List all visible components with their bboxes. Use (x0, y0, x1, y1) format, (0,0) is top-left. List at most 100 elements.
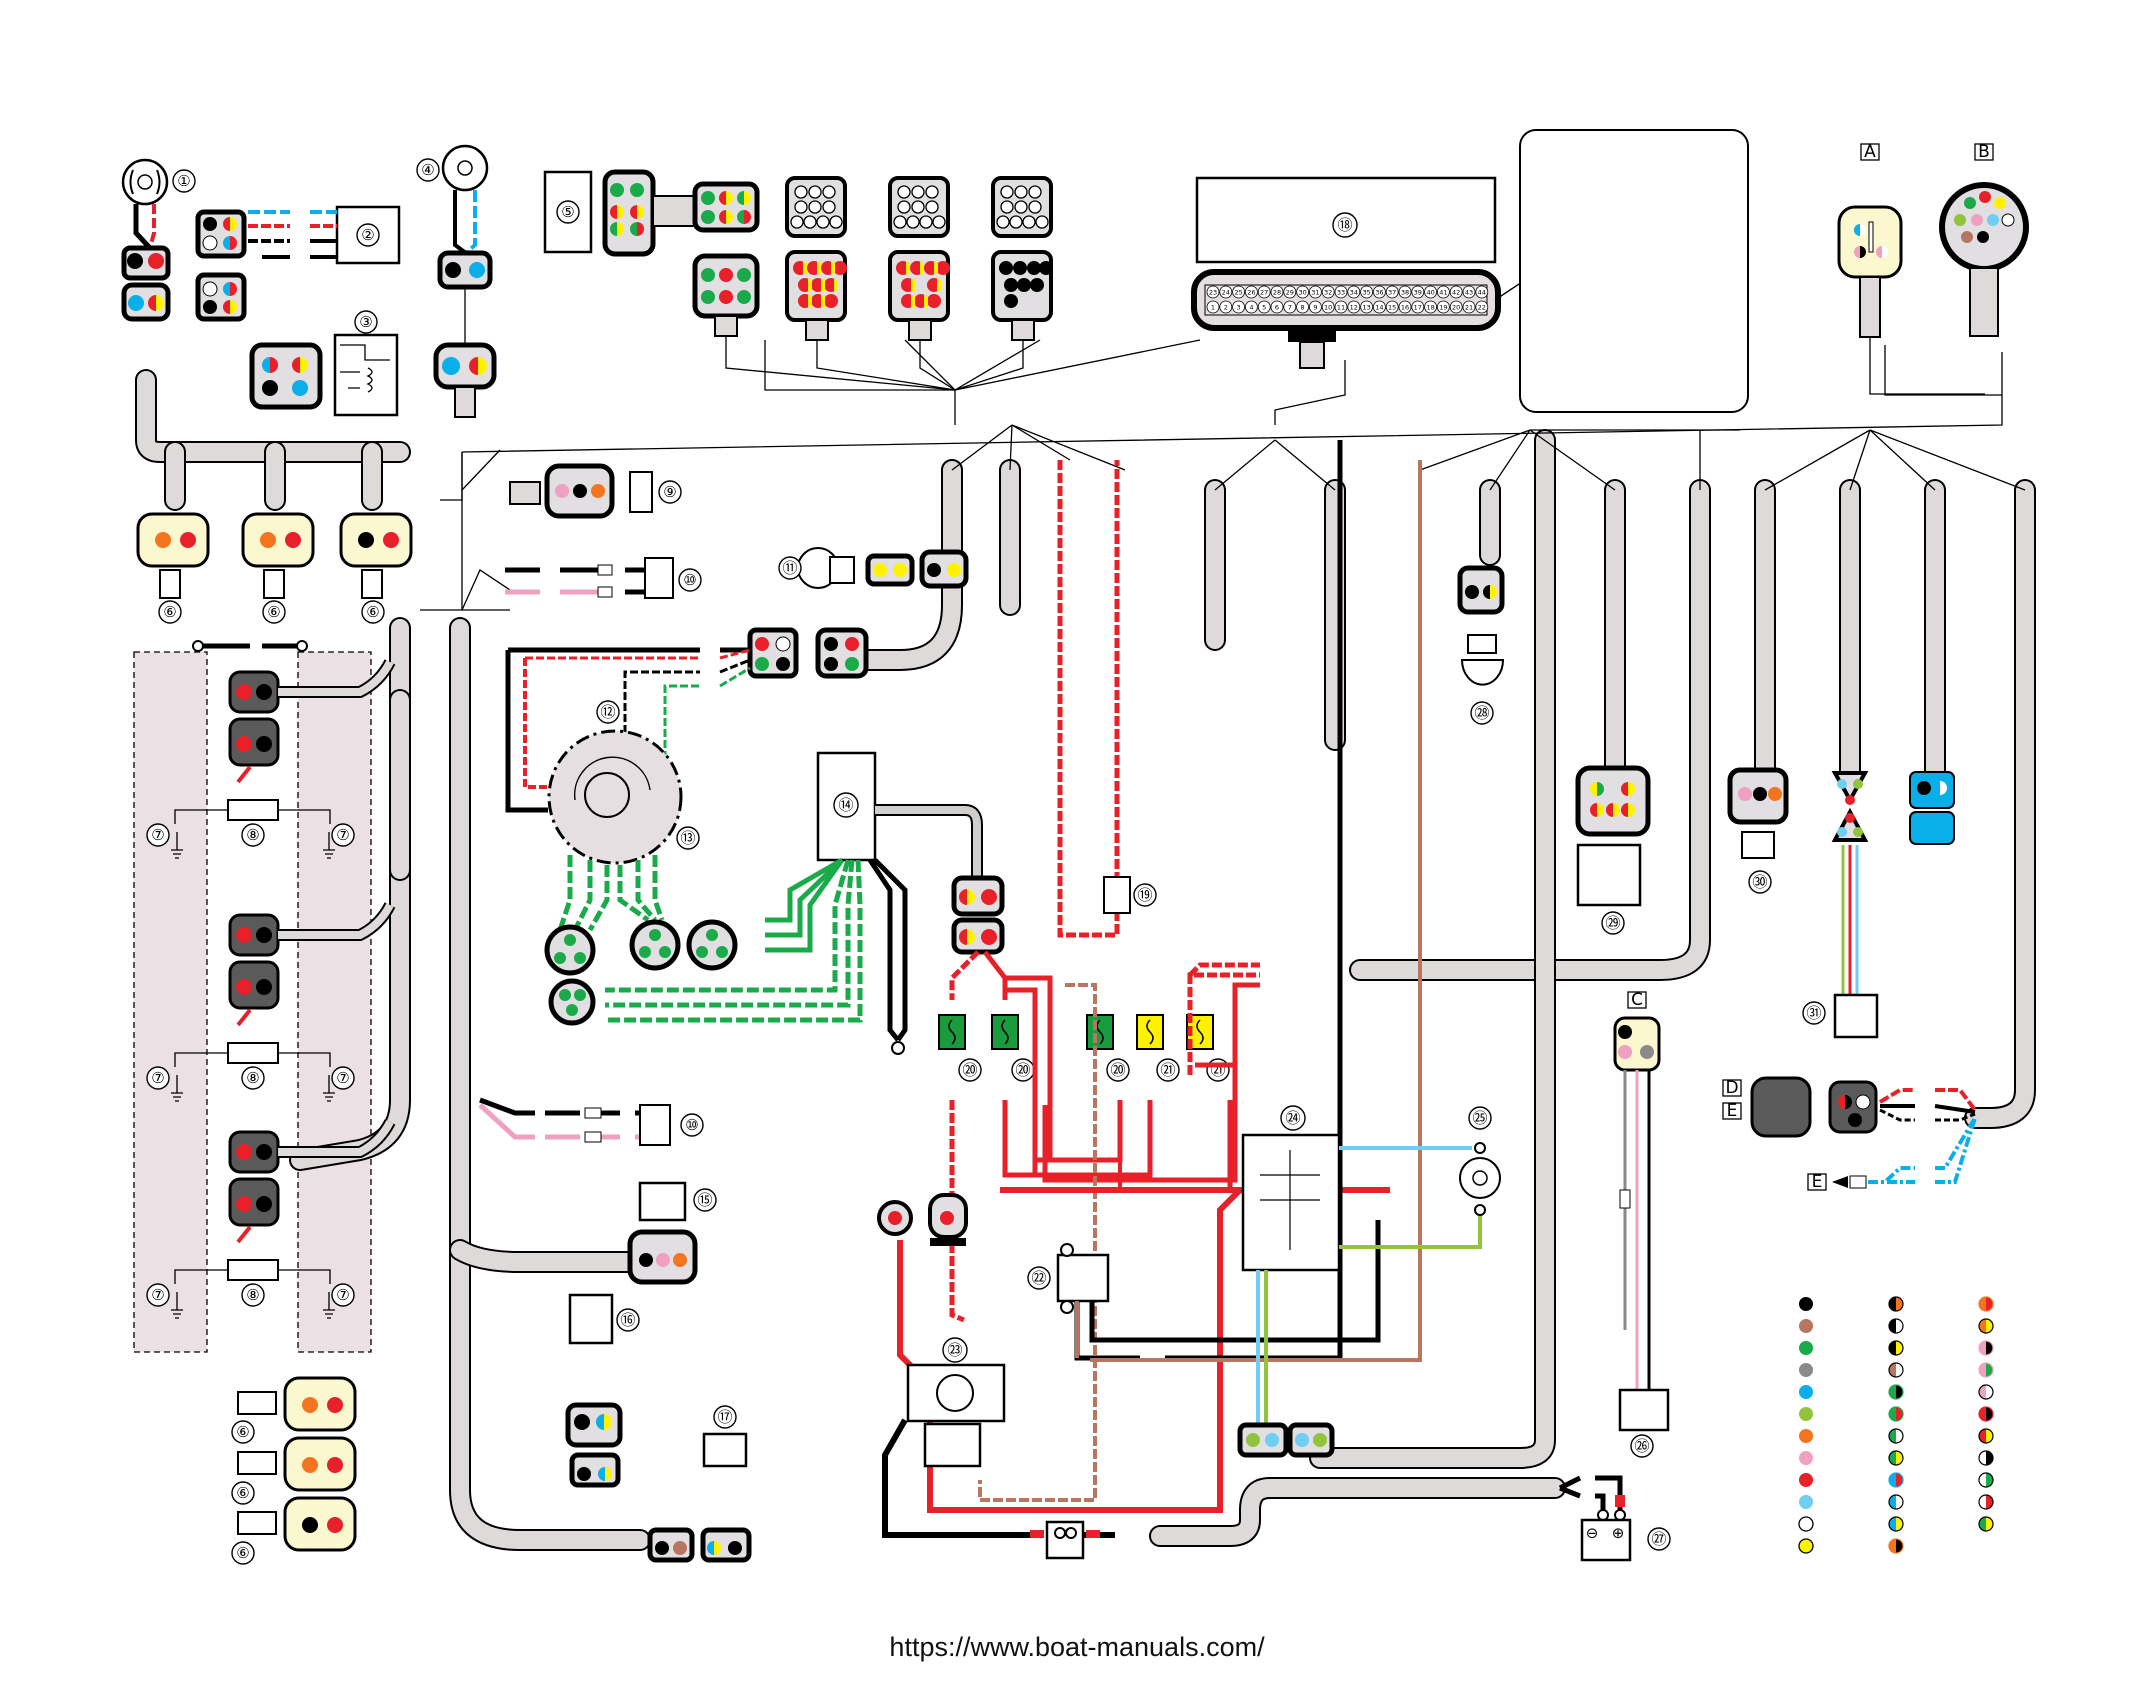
legend-swatch (1799, 1451, 1813, 1465)
callout-12: ⑫ (600, 703, 615, 721)
legend-swatch (1979, 1363, 1993, 1377)
callout-10: ⑩ (685, 1116, 698, 1134)
legend-swatch (1979, 1341, 1993, 1355)
ecu-pin-number: 29 (1286, 289, 1294, 297)
callout-24: ㉔ (1285, 1109, 1300, 1127)
connector-12pin-1 (787, 178, 847, 340)
ecu-pin-number: 13 (1362, 304, 1370, 312)
color-legend (1799, 1297, 1993, 1553)
main-harness (146, 380, 2025, 1540)
ecu-pin-number: 44 (1478, 289, 1486, 297)
legend-swatch (1889, 1407, 1903, 1421)
fuse: ㉑ (1137, 1015, 1179, 1081)
legend-swatch (1799, 1473, 1813, 1487)
legend-swatch (1799, 1517, 1813, 1531)
callout-13: ⑬ (680, 829, 695, 847)
legend-swatch (1889, 1539, 1903, 1553)
connector-A: A (1839, 142, 1985, 394)
connector-12pin-2 (890, 178, 950, 340)
callout-6: ⑥ (236, 1423, 249, 1441)
callout-6: ⑥ (236, 1484, 249, 1502)
callout-fuse: ⑳ (962, 1061, 977, 1079)
connector-B-label: B (1978, 142, 1990, 162)
ecu-pin-number: 36 (1375, 289, 1383, 297)
legend-swatch (1889, 1473, 1903, 1487)
component-15: ⑮ (630, 1183, 716, 1282)
battery-positive: ⊕ (1612, 1524, 1625, 1542)
connector-12pin-3 (993, 178, 1053, 340)
callout-9: ⑨ (663, 483, 676, 501)
component-3: ③ (252, 311, 397, 415)
callout-27: ㉗ (1651, 1530, 1666, 1548)
callout-31: ㉛ (1806, 1004, 1821, 1022)
fuse: ⑳ (939, 1015, 981, 1081)
callout-7: ⑦ (336, 1286, 349, 1304)
callout-14: ⑭ (838, 796, 853, 814)
ecu-pin-number: 22 (1478, 304, 1486, 312)
callout-7: ⑦ (151, 1286, 164, 1304)
component-19: ⑲ (1060, 460, 1156, 935)
ecu-pin-number: 14 (1375, 304, 1383, 312)
component-31: ㉛ (1803, 773, 1877, 1037)
legend-swatch (1979, 1407, 1993, 1421)
legend-swatch (1799, 1429, 1813, 1443)
ecu-pin-number: 34 (1350, 289, 1358, 297)
ecu-pin-number: 5 (1262, 304, 1266, 312)
component-1: ① (123, 160, 195, 319)
callout-3: ③ (359, 313, 372, 331)
callout-23: ㉓ (947, 1341, 962, 1359)
component-12-13-stator: ⑫ ⑬ (508, 630, 866, 1023)
ecu-pin-number: 16 (1401, 304, 1409, 312)
callout-29: ㉙ (1605, 914, 1620, 932)
legend-swatch (1889, 1319, 1903, 1333)
callout-6: ⑥ (366, 603, 379, 621)
legend-swatch (1889, 1517, 1903, 1531)
callout-4: ④ (421, 161, 434, 179)
callout-fuse: ⑳ (1015, 1061, 1030, 1079)
connector-A-label: A (1864, 142, 1876, 162)
ecu-pin-number: 39 (1414, 289, 1422, 297)
ecu-pin-number: 26 (1247, 289, 1255, 297)
component-30: ㉚ (1730, 770, 1786, 893)
component-27-battery: ⊖ ⊕ ㉗ (1560, 1478, 1670, 1560)
legend-swatch (1979, 1451, 1993, 1465)
legend-swatch (1889, 1341, 1903, 1355)
callout-7: ⑦ (336, 826, 349, 844)
callout-18: ⑱ (1337, 216, 1352, 234)
ecu-pin-number: 9 (1313, 304, 1317, 312)
legend-swatch (1979, 1429, 1993, 1443)
legend-swatch (1979, 1473, 1993, 1487)
legend-swatch (1889, 1495, 1903, 1509)
legend-swatch (1889, 1385, 1903, 1399)
callout-6: ⑥ (267, 603, 280, 621)
junction-box (1030, 1522, 1100, 1558)
callout-8: ⑧ (246, 826, 259, 844)
ecu-pin-number: 40 (1426, 289, 1434, 297)
ecu-pin-number: 38 (1401, 289, 1409, 297)
component-16: ⑯ (568, 1295, 639, 1485)
ecu-pin-number: 18 (1426, 304, 1434, 312)
callout-25: ㉕ (1472, 1109, 1487, 1127)
ecu-pin-number: 2 (1224, 304, 1228, 312)
callout-6: ⑥ (236, 1544, 249, 1562)
component-9: ⑨ (510, 466, 681, 516)
ecu-pin-number: 12 (1350, 304, 1358, 312)
component-6-group-bottom: ⑥ ⑥ ⑥ (232, 1378, 355, 1564)
legend-swatch (1799, 1363, 1813, 1377)
ecu-pin-number: 6 (1275, 304, 1279, 312)
ecu-pin-number: 27 (1260, 289, 1268, 297)
ecu-pin-number: 28 (1273, 289, 1281, 297)
legend-swatch (1799, 1539, 1813, 1553)
ecu-pin-number: 11 (1337, 304, 1345, 312)
component-10-upper: ⑩ (505, 558, 701, 598)
component-4: ④ (417, 146, 494, 417)
connector-C-label: C (1631, 990, 1643, 1010)
connector-B: B (1942, 142, 2026, 336)
ecu-pin-number: 32 (1324, 289, 1332, 297)
callout-fuse: ㉑ (1160, 1061, 1175, 1079)
source-url: https://www.boat-manuals.com/ (0, 1632, 2154, 1663)
blue-connector (1910, 772, 1954, 844)
ecu-pin-number: 4 (1249, 304, 1253, 312)
legend-swatch (1979, 1319, 1993, 1333)
legend-swatch (1979, 1385, 1993, 1399)
